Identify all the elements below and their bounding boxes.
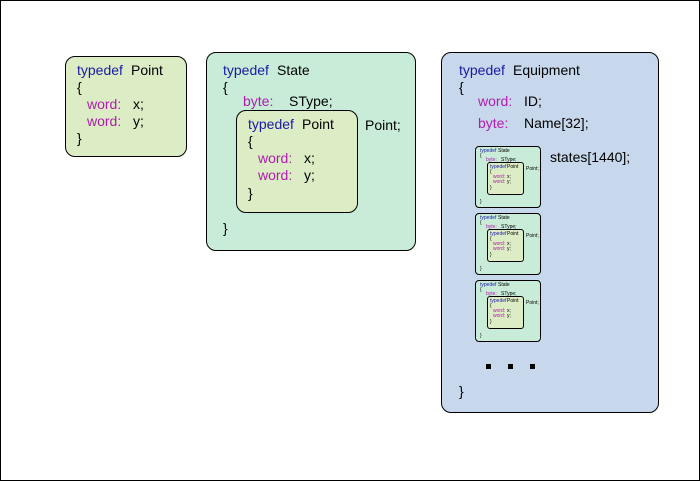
field-name: ID; xyxy=(524,93,542,109)
field-name: x; xyxy=(133,96,144,112)
field-type: word: xyxy=(493,179,506,185)
ellipsis-dot xyxy=(486,364,491,369)
close-brace: } xyxy=(459,383,464,399)
field-type: word: xyxy=(493,308,506,314)
state-struct-name: State xyxy=(498,148,510,154)
typedef-keyword: typedef xyxy=(77,62,123,78)
equipment-struct-box xyxy=(441,52,659,413)
open-brace: { xyxy=(490,236,492,242)
open-brace: { xyxy=(480,220,482,226)
field-name: y; xyxy=(304,167,315,183)
states-member-name: states[1440]; xyxy=(550,149,631,165)
nested-point-struct-box: typedef Point { word: x; word: y; } xyxy=(487,162,524,195)
field-name: SType; xyxy=(501,157,517,163)
state-struct-name: State xyxy=(277,62,310,78)
field-name: SType; xyxy=(289,93,333,109)
typedef-keyword: typedef xyxy=(480,215,497,221)
open-brace: { xyxy=(480,287,482,293)
point-member-name: Point; xyxy=(365,117,401,133)
close-brace: } xyxy=(490,185,492,191)
ellipsis xyxy=(486,364,535,369)
state-thumbnail: typedef State { byte: SType; typedef Poi… xyxy=(475,213,541,275)
open-brace: { xyxy=(248,133,253,149)
point-struct-name: Point xyxy=(302,116,334,132)
field-type: byte: xyxy=(486,224,497,230)
field-type: word: xyxy=(493,241,506,247)
field-type: word: xyxy=(87,96,122,112)
nested-point-struct-box xyxy=(236,110,358,213)
field-name: x; xyxy=(304,150,315,166)
typedef-keyword: typedef xyxy=(248,116,294,132)
ellipsis-dot xyxy=(530,364,535,369)
state-thumbnail: typedef State { byte: SType; typedef Poi… xyxy=(475,280,541,342)
state-struct-name: State xyxy=(498,215,510,221)
open-brace: { xyxy=(490,169,492,175)
field-name: y; xyxy=(507,179,511,185)
open-brace: { xyxy=(480,153,482,159)
field-name: SType; xyxy=(501,291,517,297)
typedef-keyword: typedef xyxy=(490,164,507,170)
point-struct-box xyxy=(65,56,187,157)
typedef-keyword: typedef xyxy=(459,62,505,78)
typedef-keyword: typedef xyxy=(480,282,497,288)
field-name: y; xyxy=(507,313,511,319)
close-brace: } xyxy=(77,130,82,146)
point-member-name: Point; xyxy=(526,166,539,172)
state-struct-name: State xyxy=(498,282,510,288)
point-struct-name: Point xyxy=(507,231,519,237)
field-type: word: xyxy=(87,113,122,129)
point-member-name: Point; xyxy=(526,300,539,306)
state-thumbnail: typedef State { byte: SType; typedef Poi… xyxy=(475,146,541,208)
field-type: byte: xyxy=(243,93,274,109)
typedef-keyword: typedef xyxy=(490,231,507,237)
field-type: word: xyxy=(258,167,293,183)
field-name: y; xyxy=(133,113,144,129)
point-struct-name: Point xyxy=(507,164,519,170)
close-brace: } xyxy=(480,266,482,272)
close-brace: } xyxy=(223,220,228,236)
open-brace: { xyxy=(459,79,464,95)
field-name: Name[32]; xyxy=(524,115,589,131)
field-type: byte: xyxy=(486,291,497,297)
field-name: x; xyxy=(507,174,511,180)
nested-point-struct-box: typedef Point { word: x; word: y; } xyxy=(487,229,524,262)
field-type: word: xyxy=(258,150,293,166)
point-struct-name: Point xyxy=(507,298,519,304)
close-brace: } xyxy=(480,199,482,205)
open-brace: { xyxy=(77,79,82,95)
field-type: word: xyxy=(493,313,506,319)
field-type: byte: xyxy=(486,157,497,163)
field-type: word: xyxy=(478,93,513,109)
close-brace: } xyxy=(480,333,482,339)
field-name: y; xyxy=(507,246,511,252)
field-type: word: xyxy=(493,174,506,180)
open-brace: { xyxy=(223,79,228,95)
open-brace: { xyxy=(490,303,492,309)
field-name: x; xyxy=(507,308,511,314)
point-struct-name: Point xyxy=(131,62,163,78)
field-type: byte: xyxy=(478,115,509,131)
field-type: word: xyxy=(493,246,506,252)
equipment-struct-name: Equipment xyxy=(513,62,580,78)
nested-point-struct-box: typedef Point { word: x; word: y; } xyxy=(487,296,524,329)
typedef-keyword: typedef xyxy=(223,62,269,78)
close-brace: } xyxy=(490,319,492,325)
typedef-keyword: typedef xyxy=(480,148,497,154)
point-member-name: Point; xyxy=(526,233,539,239)
ellipsis-dot xyxy=(508,364,513,369)
typedef-keyword: typedef xyxy=(490,298,507,304)
close-brace: } xyxy=(248,185,253,201)
field-name: SType; xyxy=(501,224,517,230)
close-brace: } xyxy=(490,252,492,258)
field-name: x; xyxy=(507,241,511,247)
